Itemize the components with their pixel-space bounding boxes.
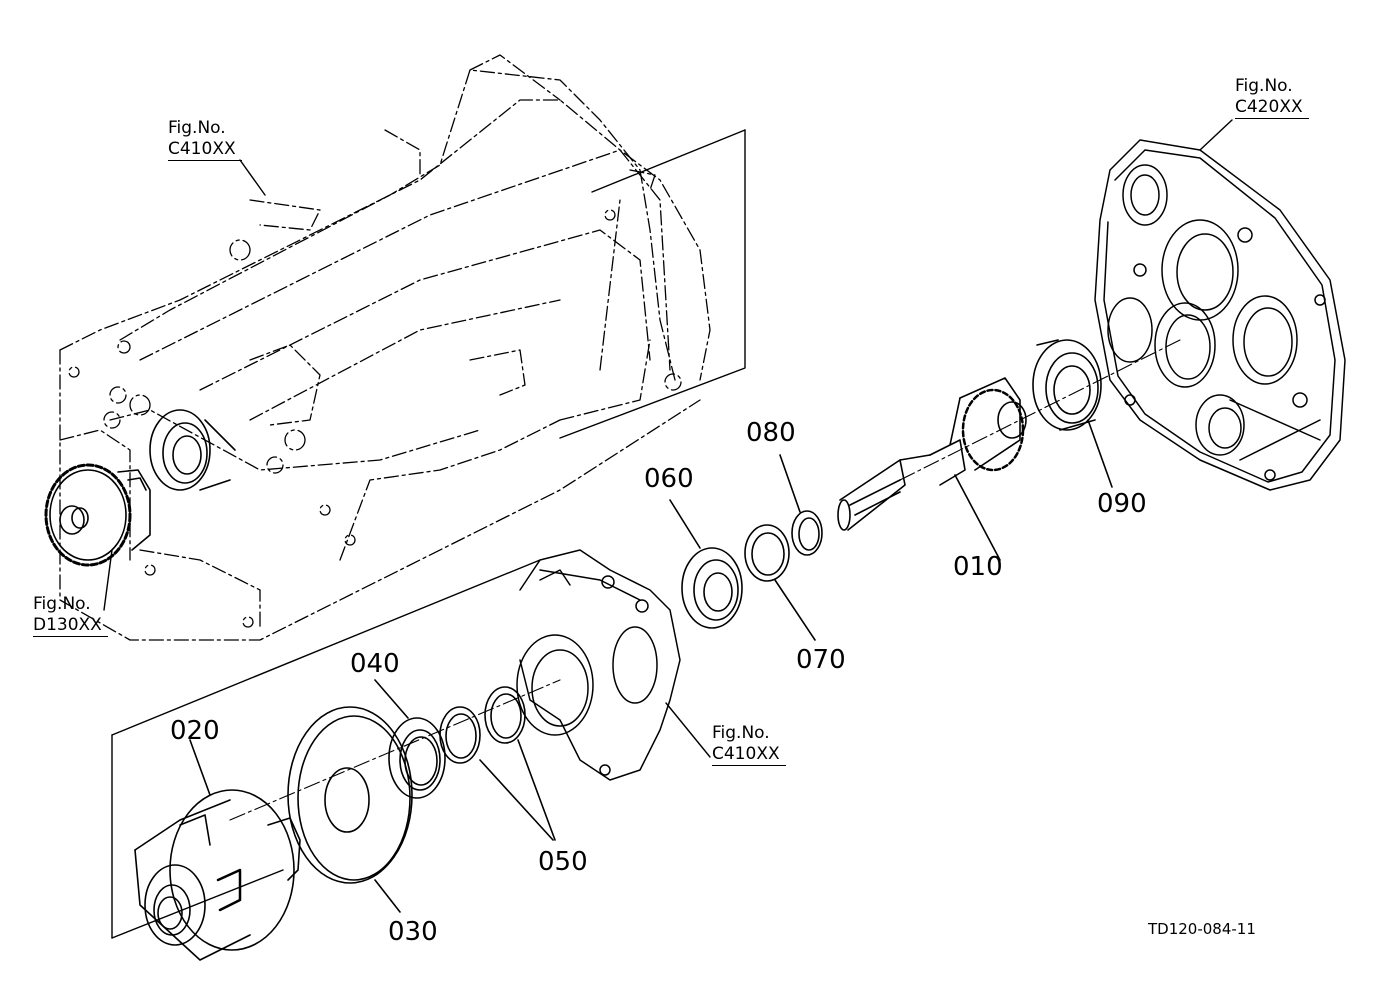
rings-050 bbox=[439, 686, 556, 841]
part-label-060: 060 bbox=[644, 464, 694, 494]
fig-ref-c410xx-mid: Fig.No. C410XX bbox=[712, 723, 786, 766]
fig-ref-number: C420XX bbox=[1235, 97, 1309, 119]
fig-ref-c410xx-top: Fig.No. C410XX bbox=[168, 118, 242, 161]
part-label-050: 050 bbox=[538, 847, 588, 877]
gear-d130 bbox=[44, 463, 151, 567]
housing-c410 bbox=[516, 549, 681, 781]
part-label-010: 010 bbox=[953, 552, 1003, 582]
fig-ref-number: D130XX bbox=[33, 615, 108, 637]
part-label-070: 070 bbox=[796, 645, 846, 675]
section-frame bbox=[111, 129, 746, 939]
cover-plate-c420 bbox=[1094, 139, 1346, 491]
part-label-090: 090 bbox=[1097, 489, 1147, 519]
fig-ref-number: C410XX bbox=[712, 744, 786, 766]
bearing-case bbox=[149, 409, 236, 491]
fig-ref-c420xx: Fig.No. C420XX bbox=[1235, 76, 1309, 119]
bearing-060 bbox=[669, 499, 743, 629]
seal-040 bbox=[374, 679, 446, 799]
part-label-040: 040 bbox=[350, 649, 400, 679]
part-label-030: 030 bbox=[388, 917, 438, 947]
fig-ref-label: Fig.No. bbox=[168, 118, 226, 138]
fig-ref-number: C410XX bbox=[168, 139, 242, 161]
shaft-010 bbox=[837, 377, 1027, 561]
circlip-080 bbox=[779, 454, 823, 556]
drawing-code: TD120-084-11 bbox=[1148, 920, 1256, 938]
part-label-020: 020 bbox=[170, 716, 220, 746]
part-label-080: 080 bbox=[746, 418, 796, 448]
fig-ref-label: Fig.No. bbox=[33, 594, 91, 614]
fig-ref-d130xx: Fig.No. D130XX bbox=[33, 594, 108, 637]
transmission-case-phantom bbox=[59, 54, 711, 641]
leader-lines bbox=[103, 119, 1233, 758]
fig-ref-label: Fig.No. bbox=[1235, 76, 1293, 96]
clutch-020 bbox=[134, 739, 301, 961]
fig-ref-label: Fig.No. bbox=[712, 723, 770, 743]
bearing-090 bbox=[1032, 339, 1113, 488]
plate-030 bbox=[287, 706, 413, 913]
washer-070 bbox=[744, 524, 816, 641]
assembly-axis bbox=[229, 339, 1181, 821]
